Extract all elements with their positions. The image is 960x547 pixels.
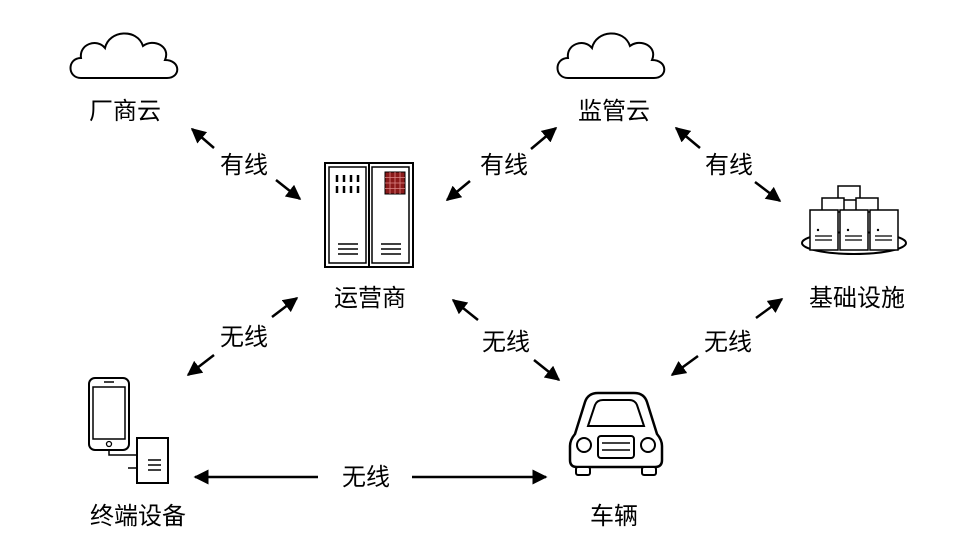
arrow-infrastructure-vehicle-a	[755, 297, 784, 320]
node-label-operator: 运营商	[334, 284, 406, 312]
node-label-terminal: 终端设备	[90, 502, 186, 530]
cloud-icon	[556, 32, 666, 79]
node-label-infrastructure: 基础设施	[809, 284, 905, 312]
arrow-supervision-infrastructure-b	[754, 181, 782, 202]
cloud-icon	[69, 32, 179, 79]
car-icon	[568, 391, 664, 476]
edge-label-operator-vehicle: 无线	[482, 328, 530, 356]
arrow-vendor-operator-a	[190, 128, 215, 149]
arrow-terminal-operator-b	[186, 354, 215, 376]
node-label-supervision-cloud: 监管云	[578, 97, 650, 125]
edge-label-vendor-operator: 有线	[220, 151, 268, 179]
arrow-operator-supervision-b	[530, 127, 558, 150]
arrow-operator-vehicle-b	[533, 359, 561, 381]
edge-label-operator-supervision: 有线	[480, 151, 528, 179]
arrow-operator-supervision-a	[445, 180, 471, 201]
edge-label-terminal-operator: 无线	[220, 323, 268, 351]
arrow-supervision-infrastructure-a	[674, 127, 701, 149]
phone-and-tower-icon	[88, 377, 169, 484]
arrow-operator-vehicle-a	[451, 299, 479, 321]
edge-label-infrastructure-vehicle: 无线	[704, 328, 752, 356]
server-cluster-icon	[801, 185, 907, 255]
arrow-infrastructure-vehicle-b	[670, 354, 699, 377]
node-label-vendor-cloud: 厂商云	[89, 97, 161, 125]
server-cabinet-icon	[324, 162, 414, 268]
edge-label-terminal-vehicle: 无线	[342, 463, 390, 491]
arrow-terminal-operator-a	[271, 297, 299, 318]
node-label-vehicle: 车辆	[590, 502, 638, 530]
arrow-vendor-operator-b	[275, 179, 302, 200]
edge-label-supervision-infrastructure: 有线	[705, 151, 753, 179]
